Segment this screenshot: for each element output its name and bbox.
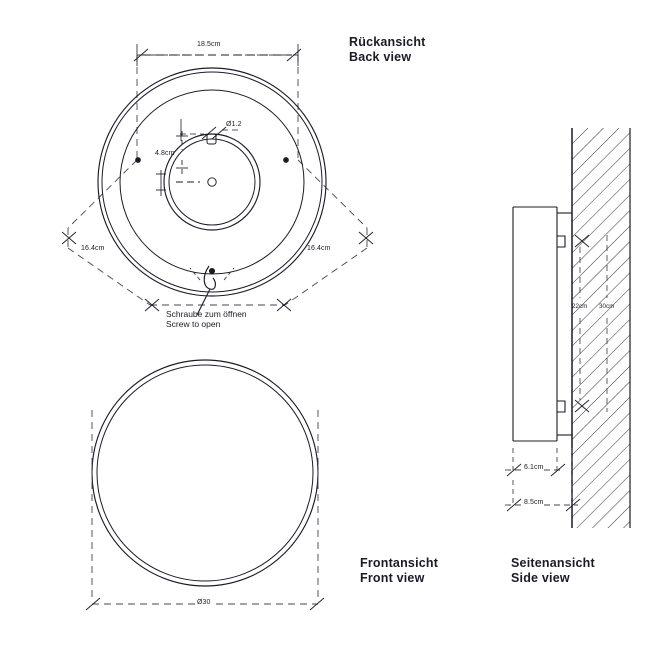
back-view-title-de: Rückansicht (349, 35, 426, 49)
back-view-mounting-points (135, 157, 289, 275)
side-view-wall (571, 128, 631, 528)
back-view-screw-hook (189, 265, 235, 316)
side-view-upper-span-label: 22cm (572, 303, 588, 310)
front-view-body-circles (91, 359, 319, 587)
front-view-dimension-ticks (85, 597, 325, 611)
front-view-title-en: Front view (360, 571, 425, 585)
side-view-depth-inner-label: 6.1cm (524, 464, 544, 471)
side-view-bracket-profile (512, 206, 572, 442)
back-view-title-en: Back view (349, 50, 412, 64)
side-view-title-de: Seitenansicht (511, 556, 595, 570)
side-view-fixing-ticks (574, 234, 590, 413)
back-view-diagonal-left-label: 16.4cm (81, 245, 105, 252)
side-view-lower-span-label: 30cm (599, 303, 615, 310)
back-view-drawing (61, 44, 374, 316)
back-view-inner-offset-label: 4.8cm (155, 150, 175, 157)
side-view-depth-ticks (506, 463, 581, 512)
front-view-drawing (85, 359, 325, 611)
back-view-inner-offset-dimension (176, 131, 188, 178)
side-view-title-en: Side view (511, 571, 570, 585)
front-view-title-de: Frontansicht (360, 556, 439, 570)
side-view-vertical-dimensions (579, 235, 608, 412)
back-view-width-dimension (133, 44, 302, 66)
front-view-diameter-dimension (91, 410, 319, 605)
screw-to-open-annotation-de: Schraube zum öffnen (166, 309, 247, 319)
back-view-width-dimension-label: 18.5cm (197, 41, 221, 48)
screw-to-open-annotation-en: Screw to open (166, 319, 221, 329)
back-view-body-circles (97, 67, 327, 297)
side-view-depth-outer-label: 8.5cm (524, 499, 544, 506)
back-view-diagonal-right-label: 16.4cm (307, 245, 331, 252)
back-view-diagonal-ticks (61, 231, 374, 312)
side-view-depth-dimensions (505, 448, 578, 506)
front-view-diameter-label: Ø30 (197, 599, 211, 606)
back-view-keyhole (180, 119, 240, 145)
back-view-hole-diameter-label: Ø1.2 (226, 121, 242, 128)
side-view-drawing (505, 128, 631, 528)
back-view-center-hole (156, 170, 217, 196)
